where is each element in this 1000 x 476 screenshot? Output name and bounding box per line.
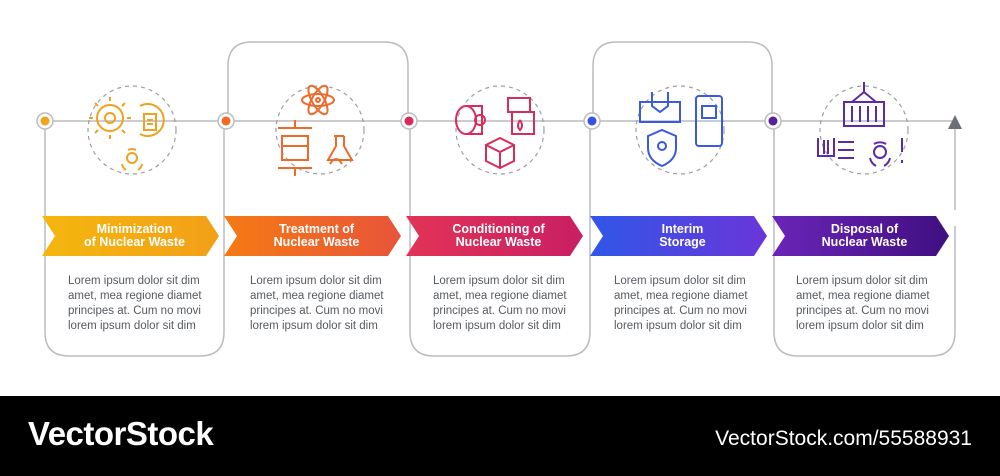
treatment-icon xyxy=(268,80,368,180)
step-4-title-line1: Interim xyxy=(661,222,704,236)
minimization-icon xyxy=(80,80,180,180)
step-3-description: Lorem ipsum dolor sit dim amet, mea regi… xyxy=(433,275,567,332)
step-2-description: Lorem ipsum dolor sit dim amet, mea regi… xyxy=(250,275,384,332)
step-3-title-line2: Nuclear Waste xyxy=(455,235,542,249)
step-2-title-line2: Nuclear Waste xyxy=(273,235,360,249)
step-dot-fill-3 xyxy=(404,116,414,126)
frame-step-5 xyxy=(773,121,956,357)
brand-logo: VectorStock xyxy=(28,415,214,452)
step-1-title-line1: Minimization xyxy=(96,222,173,236)
frame-step-2 xyxy=(227,41,409,121)
watermark-footer: VectorStock VectorStock.com/55588931 xyxy=(0,396,1000,476)
image-url: VectorStock.com/55588931 xyxy=(715,427,972,450)
step-5-title-line1: Disposal of xyxy=(830,222,899,236)
conditioning-icon xyxy=(450,80,550,180)
step-3-title-line1: Conditioning of xyxy=(452,222,545,236)
frame-step-4 xyxy=(592,41,773,121)
connector-lines xyxy=(36,41,962,357)
end-arrow-icon xyxy=(948,115,962,129)
step-dot-fill-4 xyxy=(587,116,597,126)
disposal-icon xyxy=(812,80,912,180)
step-1-description: Lorem ipsum dolor sit dim amet, mea regi… xyxy=(68,275,202,332)
step-2-title-line1: Treatment of xyxy=(278,222,354,236)
frame-step-1 xyxy=(44,121,225,357)
step-dot-fill-1 xyxy=(40,116,50,126)
step-4-description: Lorem ipsum dolor sit dim amet, mea regi… xyxy=(614,275,748,332)
step-1-title-line2: of Nuclear Waste xyxy=(84,235,185,249)
step-5-description: Lorem ipsum dolor sit dim amet, mea regi… xyxy=(796,275,930,332)
frame-step-3 xyxy=(409,121,591,357)
step-dot-fill-5 xyxy=(768,116,778,126)
step-dot-fill-2 xyxy=(221,116,231,126)
step-5-title-line2: Nuclear Waste xyxy=(821,235,908,249)
step-4-title-line2: Storage xyxy=(659,235,706,249)
interim-storage-icon xyxy=(632,80,732,180)
